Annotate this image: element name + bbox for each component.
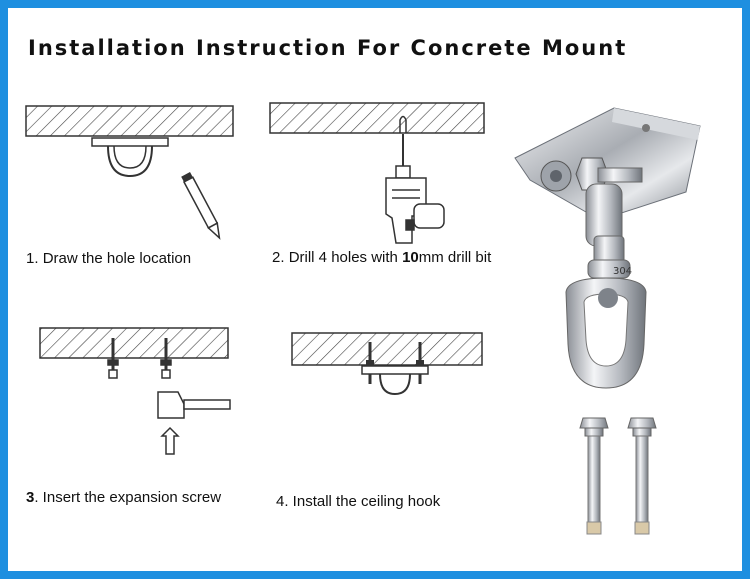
step2-illustration <box>269 102 485 244</box>
step-number: 4 <box>276 493 285 510</box>
ceiling-slab <box>25 105 234 137</box>
mount-plate <box>91 137 169 147</box>
expansion-bolt-left <box>579 417 609 535</box>
step4-illustration <box>291 332 483 396</box>
step-text-cont: mm drill bit <box>418 249 492 266</box>
up-arrow-icon <box>160 426 180 455</box>
step1-caption: 1. Draw the hole location <box>26 249 246 269</box>
mount-ring <box>107 145 153 178</box>
step-text: Drill 4 holes with <box>288 249 398 266</box>
swivel-mount-photo: 304 <box>514 107 701 389</box>
ceiling-slab <box>269 102 485 134</box>
step-text: Draw the hole location <box>42 250 192 267</box>
expansion-bolt-right <box>627 417 657 535</box>
step-number: 1. <box>26 250 39 267</box>
step-text: . Install the ceiling hook <box>284 493 441 510</box>
step-text: . Insert the expansion screw <box>34 489 222 506</box>
step2-caption: 2. Drill 4 holes with 10mm drill bit <box>272 248 504 268</box>
ceiling-slab <box>291 332 483 366</box>
material-label: 304 <box>613 266 632 277</box>
drill-icon <box>385 134 445 244</box>
expansion-screw-left <box>107 338 119 379</box>
hammer-icon <box>157 391 231 419</box>
mount-plate <box>361 365 429 375</box>
step3-illustration <box>39 327 231 455</box>
page-title: Installation Instruction For Concrete Mo… <box>28 36 628 60</box>
instruction-sheet: Installation Instruction For Concrete Mo… <box>8 8 742 571</box>
expansion-screw-right <box>160 338 172 379</box>
drill-size: 10 <box>402 249 419 266</box>
ceiling-slab <box>39 327 229 359</box>
step4-caption: 4. Install the ceiling hook <box>276 492 496 512</box>
step1-illustration <box>25 105 234 240</box>
step-number: 3 <box>26 489 35 506</box>
pencil-icon <box>181 172 221 240</box>
mount-ring <box>379 373 411 396</box>
step3-caption: 3. Insert the expansion screw <box>26 488 266 508</box>
step-number: 2. <box>272 249 285 266</box>
illustrations: 304 <box>25 102 701 535</box>
